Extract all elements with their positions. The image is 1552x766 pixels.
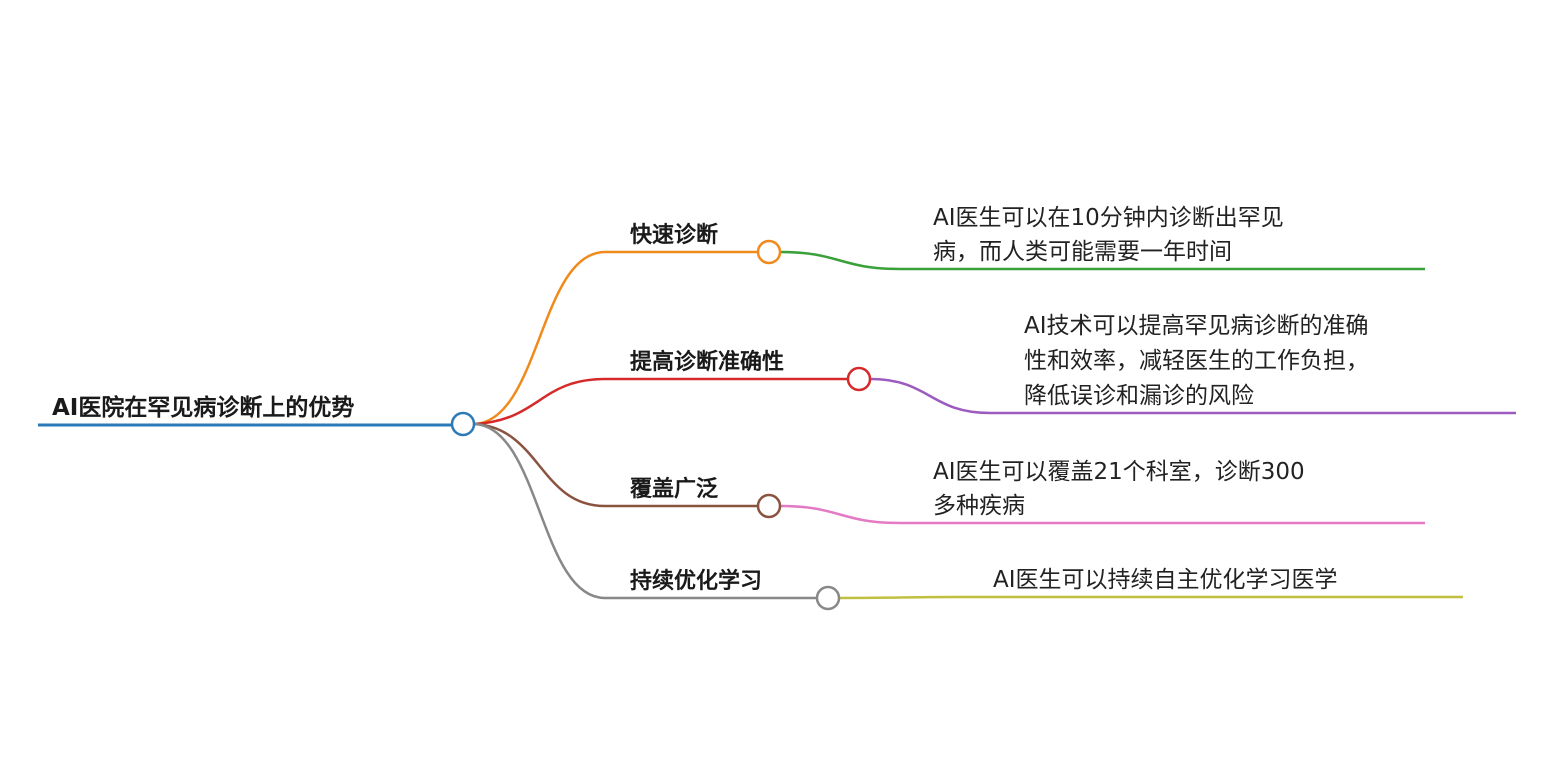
root-node-circle[interactable] <box>450 411 476 437</box>
leaf-text-fast-diagnosis-line-2: 病，而人类可能需要一年时间 <box>933 239 1232 265</box>
leaf-text-continuous-learning-line-1: AI医生可以持续自主优化学习医学 <box>993 567 1338 593</box>
connector-branch-2 <box>474 377 848 426</box>
connector-branch-1 <box>474 250 758 426</box>
connector-leaf-1 <box>779 250 1425 271</box>
branch-label-continuous-learning[interactable]: 持续优化学习 <box>630 568 762 594</box>
leaf-text-fast-diagnosis-line-1: AI医生可以在10分钟内诊断出罕见 <box>933 205 1284 231</box>
branch-node-circle-4[interactable] <box>815 585 841 611</box>
branch-label-fast-diagnosis[interactable]: 快速诊断 <box>630 222 718 248</box>
leaf-text-coverage-line-2: 多种疾病 <box>933 493 1025 519</box>
leaf-text-coverage-line-1: AI医生可以覆盖21个科室，诊断300 <box>933 459 1305 485</box>
root-topic-label[interactable]: AI医院在罕见病诊断上的优势 <box>52 394 354 421</box>
leaf-text-accuracy-line-2: 性和效率，减轻医生的工作负担， <box>1024 348 1369 374</box>
connector-leaf-3 <box>779 504 1425 525</box>
branch-node-circle-2[interactable] <box>846 366 872 392</box>
branch-label-coverage[interactable]: 覆盖广泛 <box>629 476 718 502</box>
leaf-text-accuracy-line-1: AI技术可以提高罕见病诊断的准确 <box>1024 313 1369 339</box>
branch-node-circle-1[interactable] <box>756 239 782 265</box>
branch-label-accuracy[interactable]: 提高诊断准确性 <box>630 349 784 375</box>
connector-branch-3 <box>474 422 758 508</box>
connector-branch-4 <box>474 422 817 600</box>
connector-leaf-2 <box>869 377 1516 415</box>
connector-leaf-4 <box>838 595 1463 600</box>
leaf-text-accuracy-line-3: 降低误诊和漏诊的风险 <box>1024 383 1254 409</box>
branch-node-circle-3[interactable] <box>756 493 782 519</box>
